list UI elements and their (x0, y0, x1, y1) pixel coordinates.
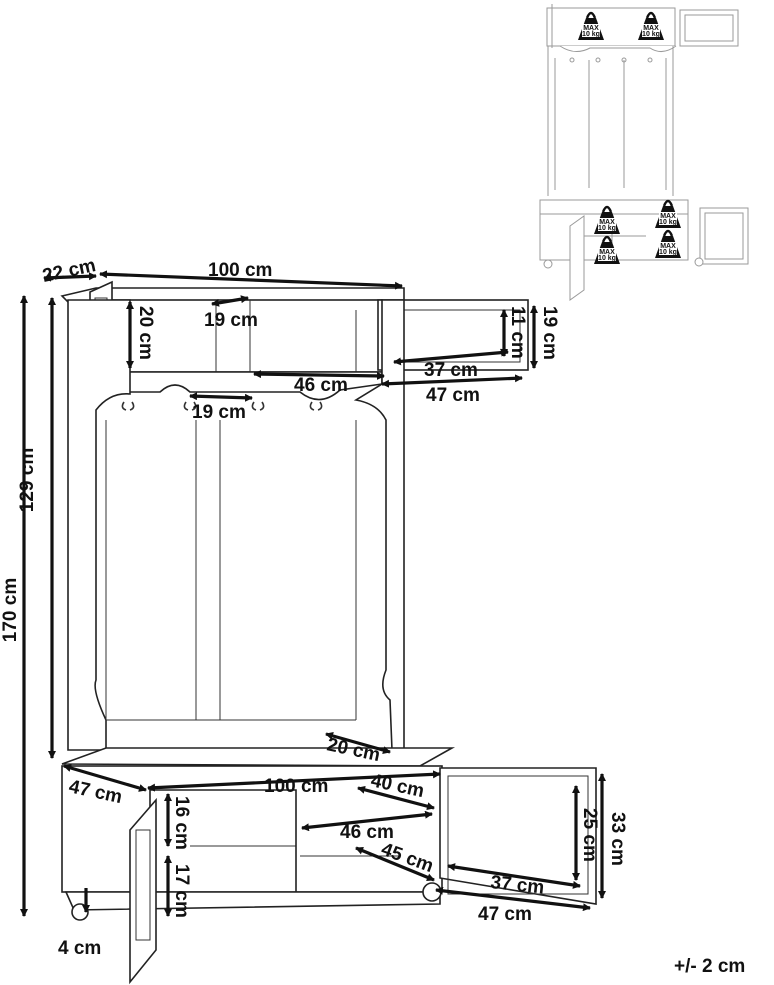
label-top-door-inner-width: 37 cm (424, 360, 478, 381)
label-tolerance: +/- 2 cm (674, 956, 745, 977)
svg-text:10 kg: 10 kg (659, 219, 677, 226)
label-bench-door-inner-height: 25 cm (579, 808, 600, 862)
weight-icon: MAX 10 kg (655, 199, 681, 228)
svg-text:MAX: MAX (599, 249, 615, 256)
label-top-door-outer-height: 19 cm (539, 306, 560, 360)
svg-text:10 kg: 10 kg (642, 31, 660, 38)
dimension-lines (20, 270, 606, 917)
label-bench-door-inner-width: 37 cm (489, 872, 545, 899)
svg-text:MAX: MAX (643, 25, 659, 32)
label-top-door-outer-width: 47 cm (426, 385, 480, 406)
coat-hook-icon (251, 401, 265, 411)
label-shelf-upper-height: 16 cm (171, 796, 192, 850)
coat-hook-icon (121, 401, 135, 411)
label-bench-door-outer-width: 47 cm (478, 904, 532, 925)
label-bench-width: 100 cm (264, 776, 328, 797)
thumbnail-overview: MAX 10 kg MAX 10 kg MAX 10 kg MAX 10 kg (539, 4, 749, 301)
svg-text:10 kg: 10 kg (598, 225, 616, 232)
coat-hook-icon (183, 401, 197, 411)
svg-text:MAX: MAX (660, 213, 676, 220)
weight-icon: MAX 10 kg (594, 235, 620, 264)
label-top-depth: 22 cm (41, 255, 98, 287)
label-upper-height: 129 cm (17, 448, 38, 512)
label-top-width: 100 cm (208, 260, 272, 281)
weight-icon: MAX 10 kg (594, 205, 620, 234)
label-hook-spacing: 19 cm (192, 402, 246, 423)
label-shelf-lower-height: 17 cm (171, 864, 192, 918)
svg-text:10 kg: 10 kg (598, 255, 616, 262)
label-total-height: 170 cm (0, 578, 21, 642)
svg-text:10 kg: 10 kg (582, 31, 600, 38)
label-top-shelf-height: 20 cm (135, 306, 156, 360)
label-top-door-inner-height: 11 cm (507, 306, 528, 359)
label-bench-door-outer-height: 33 cm (607, 812, 628, 866)
svg-text:MAX: MAX (599, 219, 615, 226)
coat-hook-icon (309, 401, 323, 411)
weight-icon: MAX 10 kg (638, 11, 664, 40)
svg-text:10 kg: 10 kg (659, 249, 677, 256)
weight-icon: MAX 10 kg (655, 229, 681, 258)
svg-text:MAX: MAX (583, 25, 599, 32)
label-bench-inner-width: 46 cm (340, 822, 394, 843)
label-top-inner-width: 46 cm (294, 375, 348, 396)
svg-text:MAX: MAX (660, 243, 676, 250)
label-top-divider-span: 19 cm (204, 310, 258, 331)
label-foot-height: 4 cm (58, 938, 101, 959)
weight-icon: MAX 10 kg (578, 11, 604, 40)
